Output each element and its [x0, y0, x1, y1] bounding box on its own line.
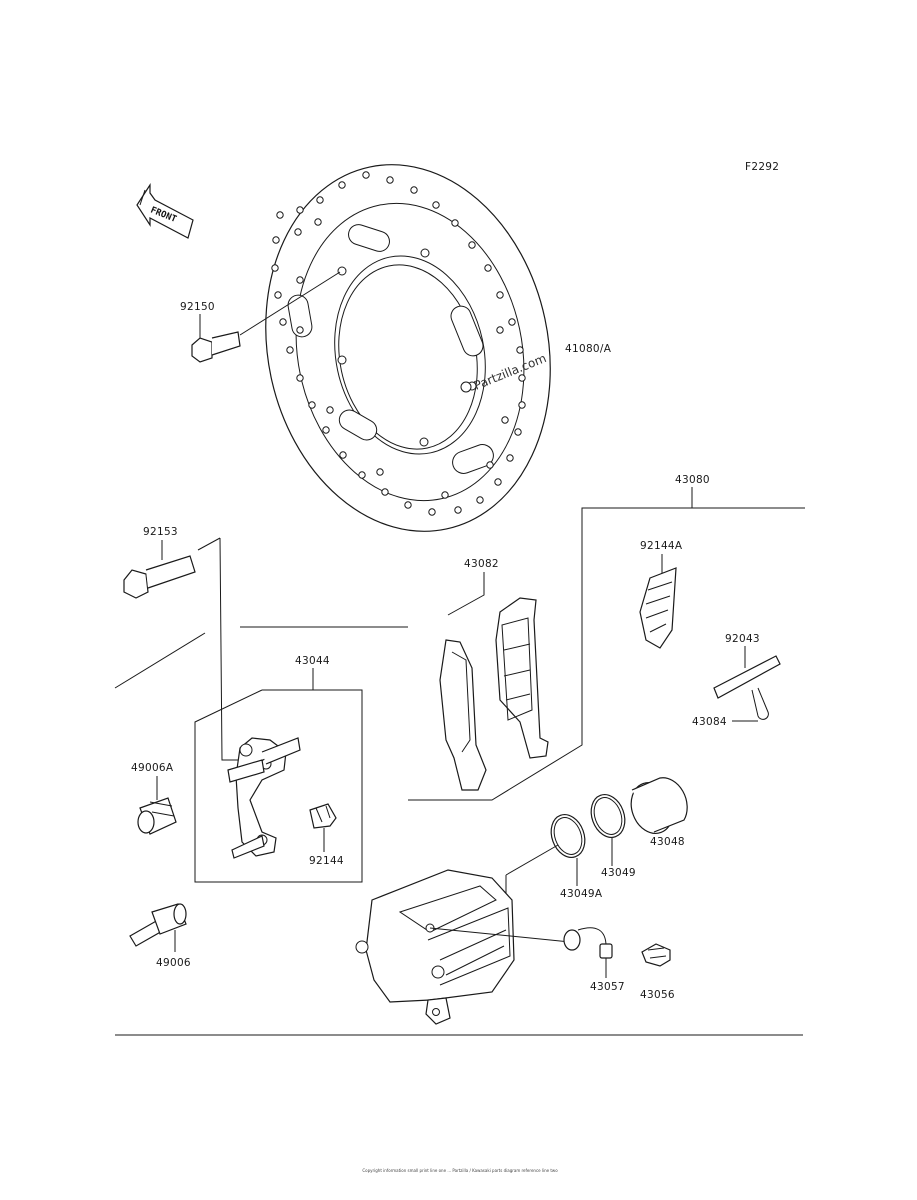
dust-seal: [550, 814, 586, 858]
callout-92144a: 92144A: [640, 540, 683, 552]
bracket-bolt: [123, 537, 221, 599]
caliper-bracket: [227, 737, 301, 859]
callout-43056: 43056: [640, 989, 675, 1001]
callout-92150: 92150: [180, 301, 215, 313]
callout-43084: 43084: [692, 716, 727, 728]
figure-code: F2292: [745, 161, 779, 173]
dust-boot: [137, 797, 177, 835]
callout-43082: 43082: [464, 558, 499, 570]
pin-clip: [751, 687, 769, 720]
pad-spring: [639, 567, 677, 649]
callout-43057: 43057: [590, 981, 625, 993]
bleeder-cap: [563, 927, 613, 959]
brake-pad-right: [495, 597, 549, 759]
disc-bolt: [191, 271, 341, 363]
caliper-body: [355, 869, 515, 1025]
callout-92144: 92144: [309, 855, 344, 867]
callout-43044: 43044: [295, 655, 330, 667]
caliper-pin: [713, 655, 781, 699]
front-arrow-icon: FRONT: [136, 182, 194, 239]
caliper-piston: [630, 777, 688, 834]
bleeder-valve: [641, 943, 671, 967]
callout-92043: 92043: [725, 633, 760, 645]
slide-pin: [129, 903, 187, 947]
brake-disc: [265, 164, 551, 532]
callout-41080a: 41080/A: [565, 343, 612, 355]
callout-43049: 43049: [601, 867, 636, 879]
callout-92153: 92153: [143, 526, 178, 538]
callout-43049a: 43049A: [560, 888, 603, 900]
callout-49006: 49006: [156, 957, 191, 969]
brake-pad-left: [439, 639, 487, 791]
callout-43048: 43048: [650, 836, 685, 848]
piston-seal: [590, 794, 626, 838]
bracket-spring: [309, 803, 337, 829]
copyright-footer: Copyright information small print line o…: [362, 1168, 558, 1173]
callout-49006a: 49006A: [131, 762, 174, 774]
callout-43080: 43080: [675, 474, 710, 486]
